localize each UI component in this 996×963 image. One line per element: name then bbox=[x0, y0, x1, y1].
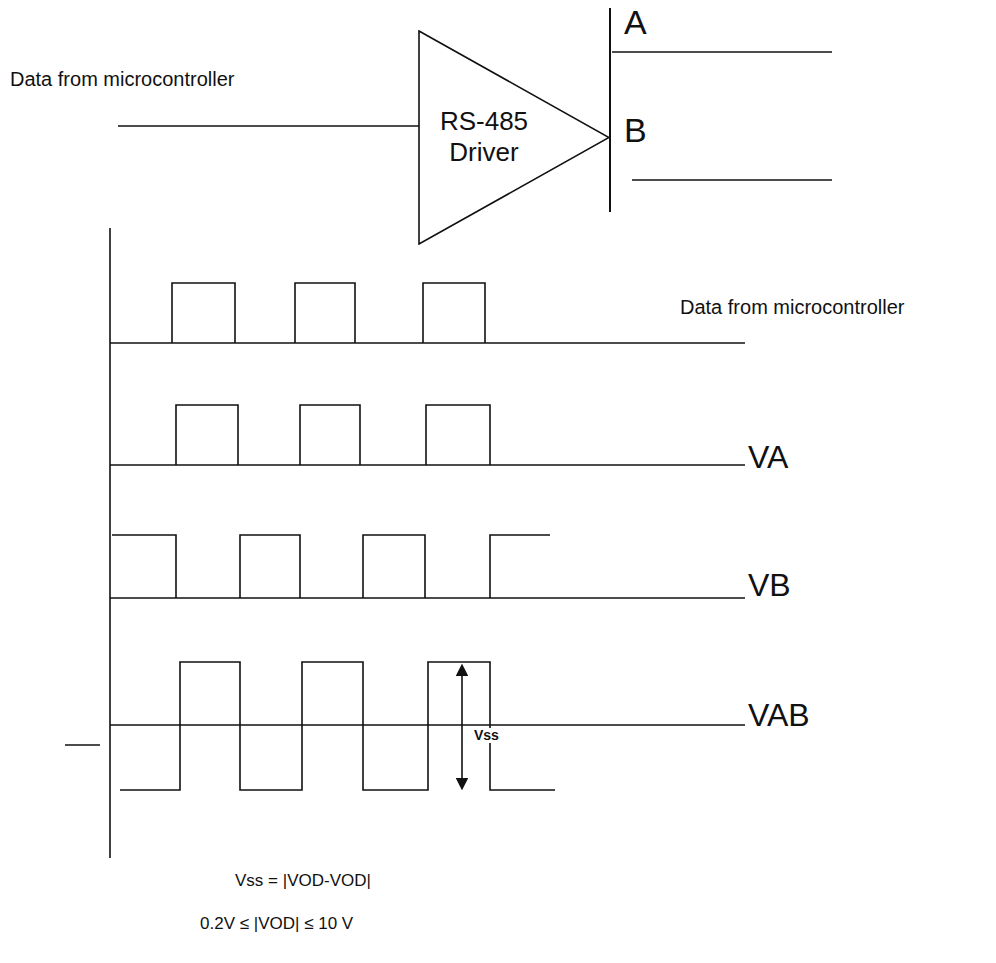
signal-label: Data from microcontroller bbox=[10, 68, 235, 90]
time-axis bbox=[109, 228, 111, 858]
dimension-label: Vss bbox=[472, 728, 501, 743]
signal-name: VB bbox=[748, 568, 791, 603]
a-line bbox=[612, 51, 832, 53]
baseline bbox=[110, 342, 745, 344]
vab-waveform bbox=[120, 662, 555, 790]
pin-name: A bbox=[624, 4, 647, 41]
output-bar bbox=[609, 8, 611, 212]
baseline bbox=[110, 464, 745, 466]
data-waveform bbox=[172, 283, 485, 343]
vss-arrow bbox=[461, 670, 463, 784]
pin-name: B bbox=[624, 112, 647, 149]
input-wire bbox=[118, 125, 420, 127]
signal-name: VA bbox=[748, 440, 788, 475]
b-line bbox=[632, 179, 832, 181]
signal-name: VAB bbox=[748, 698, 810, 733]
tick bbox=[65, 744, 100, 746]
formula: 0.2V ≤ |VOD| ≤ 10 V bbox=[200, 915, 353, 934]
va-waveform bbox=[176, 405, 490, 465]
driver-label: RS-485 Driver bbox=[424, 106, 544, 168]
signal-label: Data from microcontroller bbox=[680, 296, 905, 318]
driver-triangle: RS-485 Driver bbox=[418, 30, 610, 245]
baseline bbox=[110, 597, 745, 599]
vb-waveform bbox=[112, 535, 550, 598]
driver-text: RS-485 Driver bbox=[424, 106, 544, 168]
formula: Vss = |VOD-VOD| bbox=[235, 872, 371, 891]
